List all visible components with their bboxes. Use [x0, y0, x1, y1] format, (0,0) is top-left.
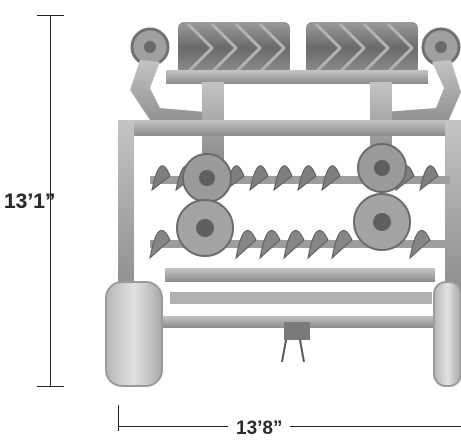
- main-frame-top: [118, 120, 461, 136]
- main-frame-right: [445, 120, 461, 300]
- arm-left: [130, 60, 210, 126]
- height-dimension-bottom-tick: [37, 386, 64, 387]
- height-dimension-label-overlay: 13’1”: [4, 190, 56, 213]
- arm-right: [380, 60, 461, 126]
- width-dimension-label-overlay: 13’8”: [228, 418, 291, 440]
- main-frame-left: [118, 120, 134, 300]
- height-dimension-label: 13’1”: [4, 190, 56, 213]
- rear-beam-upper: [165, 268, 435, 282]
- disc-gang-lower: [149, 229, 431, 260]
- wheel-left: [105, 281, 163, 387]
- rear-beam-middle: [170, 292, 432, 304]
- hub-upper-left: [182, 153, 232, 203]
- wheel-right: [433, 281, 461, 387]
- roller-left: [178, 22, 290, 74]
- hitch: [284, 322, 310, 340]
- safety-chains: [281, 339, 305, 363]
- hub-lower-right: [353, 193, 411, 251]
- roller-beam: [166, 70, 428, 84]
- height-dimension-line: [50, 15, 51, 386]
- hub-lower-left: [176, 199, 234, 257]
- roller-right: [306, 22, 418, 74]
- hub-upper-right: [357, 143, 407, 193]
- width-dimension-left-tick: [118, 405, 119, 431]
